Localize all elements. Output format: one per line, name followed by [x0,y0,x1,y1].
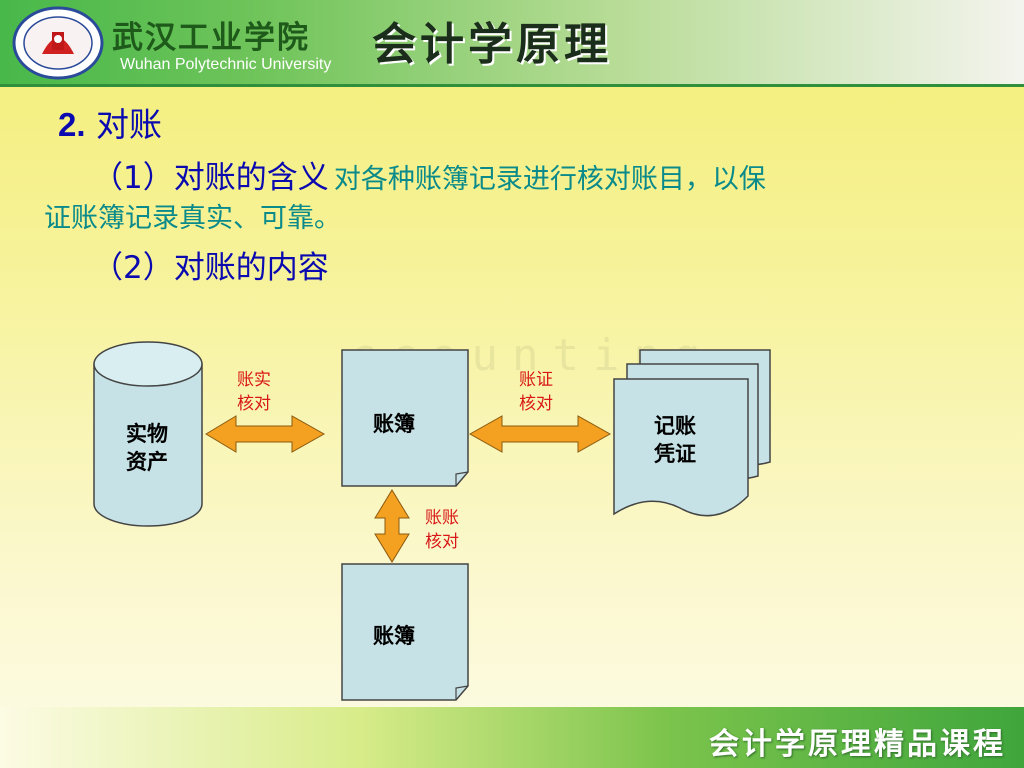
school-name-cn: 武汉工业学院 [112,20,310,56]
header-banner: 武汉工业学院 Wuhan Polytechnic University 会计学原… [0,0,1024,87]
item1-definition-part1: 对各种账簿记录进行核对账目，以保 [333,164,766,195]
arrow-ledger-vouchers [468,415,612,453]
account-voucher-check-label: 账证核对 [519,370,553,414]
physical-assets-cylinder [93,341,203,527]
ledger-top-label: 账簿 [373,412,415,436]
item1-definition-part2: 证账簿记录真实、可靠。 [44,203,341,234]
school-name-en: Wuhan Polytechnic University [120,56,332,73]
vouchers-stack [613,349,771,517]
arrow-ledger-ledger [374,489,410,563]
header-divider [0,84,1024,87]
ledger-top-shape [341,349,469,487]
item1-line: （1）对账的含义 对各种账簿记录进行核对账目，以保 [92,152,766,197]
section-title: 对账 [96,105,163,144]
vouchers-label: 记账凭证 [654,414,696,466]
arrow-assets-ledger [205,415,326,453]
footer-banner: 会计学原理精品课程 [0,707,1024,768]
footer-course-text: 会计学原理精品课程 [709,727,1006,762]
course-title: 会计学原理 [372,19,612,70]
ledger-bottom-label: 账簿 [373,624,415,648]
account-reality-check-label: 账实核对 [237,370,271,414]
item2-title: （2）对账的内容 [92,250,329,286]
university-logo [12,6,104,80]
ledger-bottom-shape [341,563,469,701]
section-heading: 2. 对账 [58,98,162,146]
physical-assets-label: 实物资产 [126,422,168,474]
account-account-check-label: 账账核对 [425,508,459,552]
item1-title: （1）对账的含义 [92,160,329,196]
section-number: 2. [58,106,86,143]
